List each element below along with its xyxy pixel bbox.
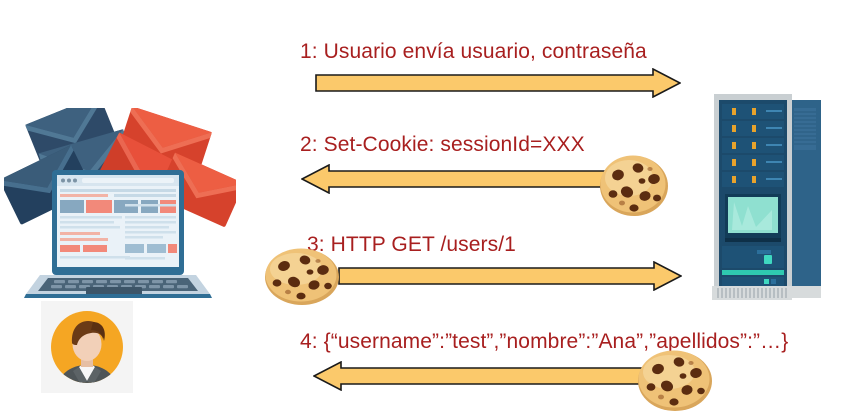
message-arrow-1 bbox=[315, 68, 681, 98]
message-label-1: 1: Usuario envía usuario, contraseña bbox=[300, 40, 647, 63]
message-arrow-4 bbox=[313, 361, 665, 391]
message-label-3: 3: HTTP GET /users/1 bbox=[307, 233, 516, 256]
cookie-icon bbox=[598, 151, 670, 219]
laptop-icon bbox=[4, 108, 236, 298]
message-label-4: 4: {“username”:”test”,”nombre”:”Ana”,”ap… bbox=[300, 330, 789, 353]
user-avatar bbox=[41, 301, 133, 393]
cookie-icon bbox=[264, 246, 340, 306]
message-arrow-2 bbox=[301, 164, 631, 194]
cookie-icon bbox=[637, 347, 713, 413]
message-arrow-3 bbox=[338, 261, 682, 291]
server-icon bbox=[712, 94, 824, 300]
message-label-2: 2: Set-Cookie: sessionId=XXX bbox=[300, 133, 585, 156]
